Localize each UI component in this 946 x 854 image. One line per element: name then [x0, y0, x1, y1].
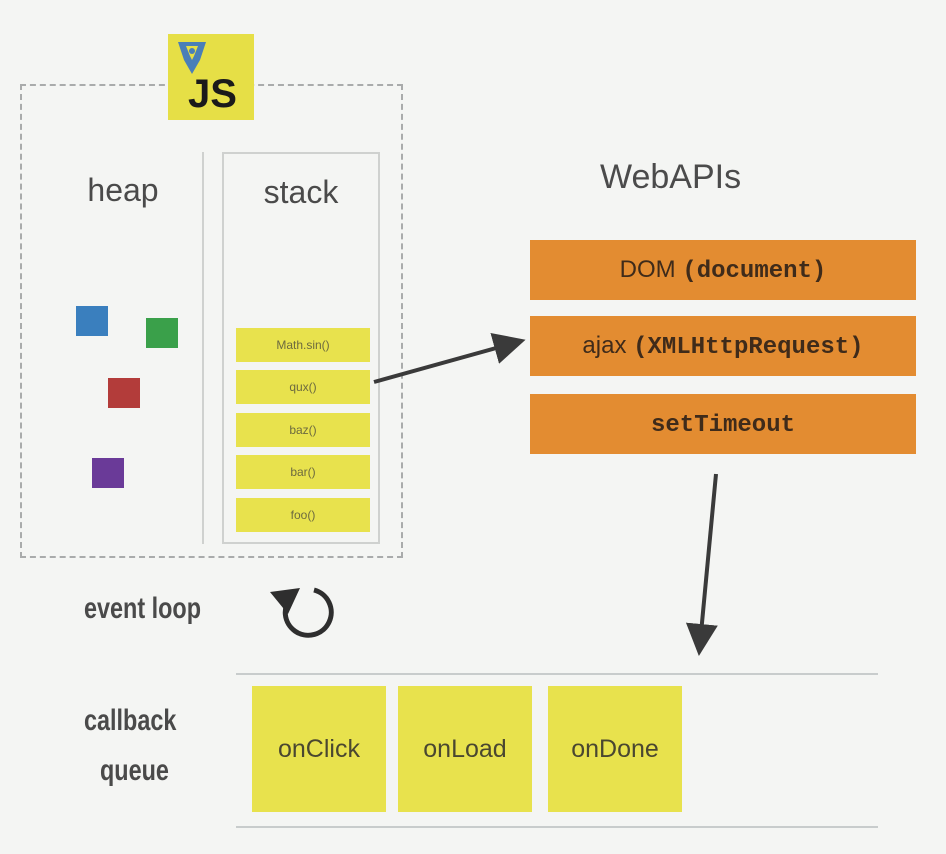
- queue-top-line: [236, 673, 878, 675]
- js-logo-text: JS: [188, 72, 237, 116]
- heap-object-blue: [76, 306, 108, 336]
- webapi-settimeout: setTimeout: [530, 394, 916, 454]
- callback-item-ondone: onDone: [548, 686, 682, 812]
- callback-item-onload: onLoad: [398, 686, 532, 812]
- webapi-ajax-name: (XMLHttpRequest): [633, 334, 864, 361]
- stack-frame: qux(): [236, 370, 370, 404]
- heap-object-purple: [92, 458, 124, 488]
- webapis-title: WebAPIs: [600, 158, 742, 196]
- callback-queue-label-line1: callback: [84, 704, 177, 737]
- webapis-to-queue-arrow: [685, 473, 718, 656]
- js-logo: JS: [168, 34, 254, 120]
- callback-item-onclick: onClick: [252, 686, 386, 812]
- webapi-ajax: ajax (XMLHttpRequest): [530, 316, 916, 376]
- webapi-dom-name: (document): [682, 258, 827, 285]
- webapi-ajax-prefix: ajax: [582, 332, 634, 359]
- heap-title: heap: [87, 172, 159, 208]
- heap-object-green: [146, 318, 178, 348]
- stack-frame: Math.sin(): [236, 328, 370, 362]
- event-loop-label: event loop: [84, 592, 202, 625]
- heap-panel: heap: [44, 152, 204, 544]
- callback-queue-label-line2: queue: [100, 754, 169, 787]
- queue-bottom-line: [236, 826, 878, 828]
- webapi-dom: DOM (document): [530, 240, 916, 300]
- v8-shield-icon: [178, 42, 206, 74]
- stack-frame: bar(): [236, 455, 370, 489]
- stack-title: stack: [263, 174, 339, 210]
- stack-frame: baz(): [236, 413, 370, 447]
- webapi-dom-prefix: DOM: [619, 256, 683, 283]
- webapi-settimeout-name: setTimeout: [650, 412, 796, 439]
- stack-frame: foo(): [236, 498, 370, 532]
- stack-to-webapis-arrow: [373, 332, 526, 384]
- event-loop-icon: [270, 587, 334, 638]
- heap-object-red: [108, 378, 140, 408]
